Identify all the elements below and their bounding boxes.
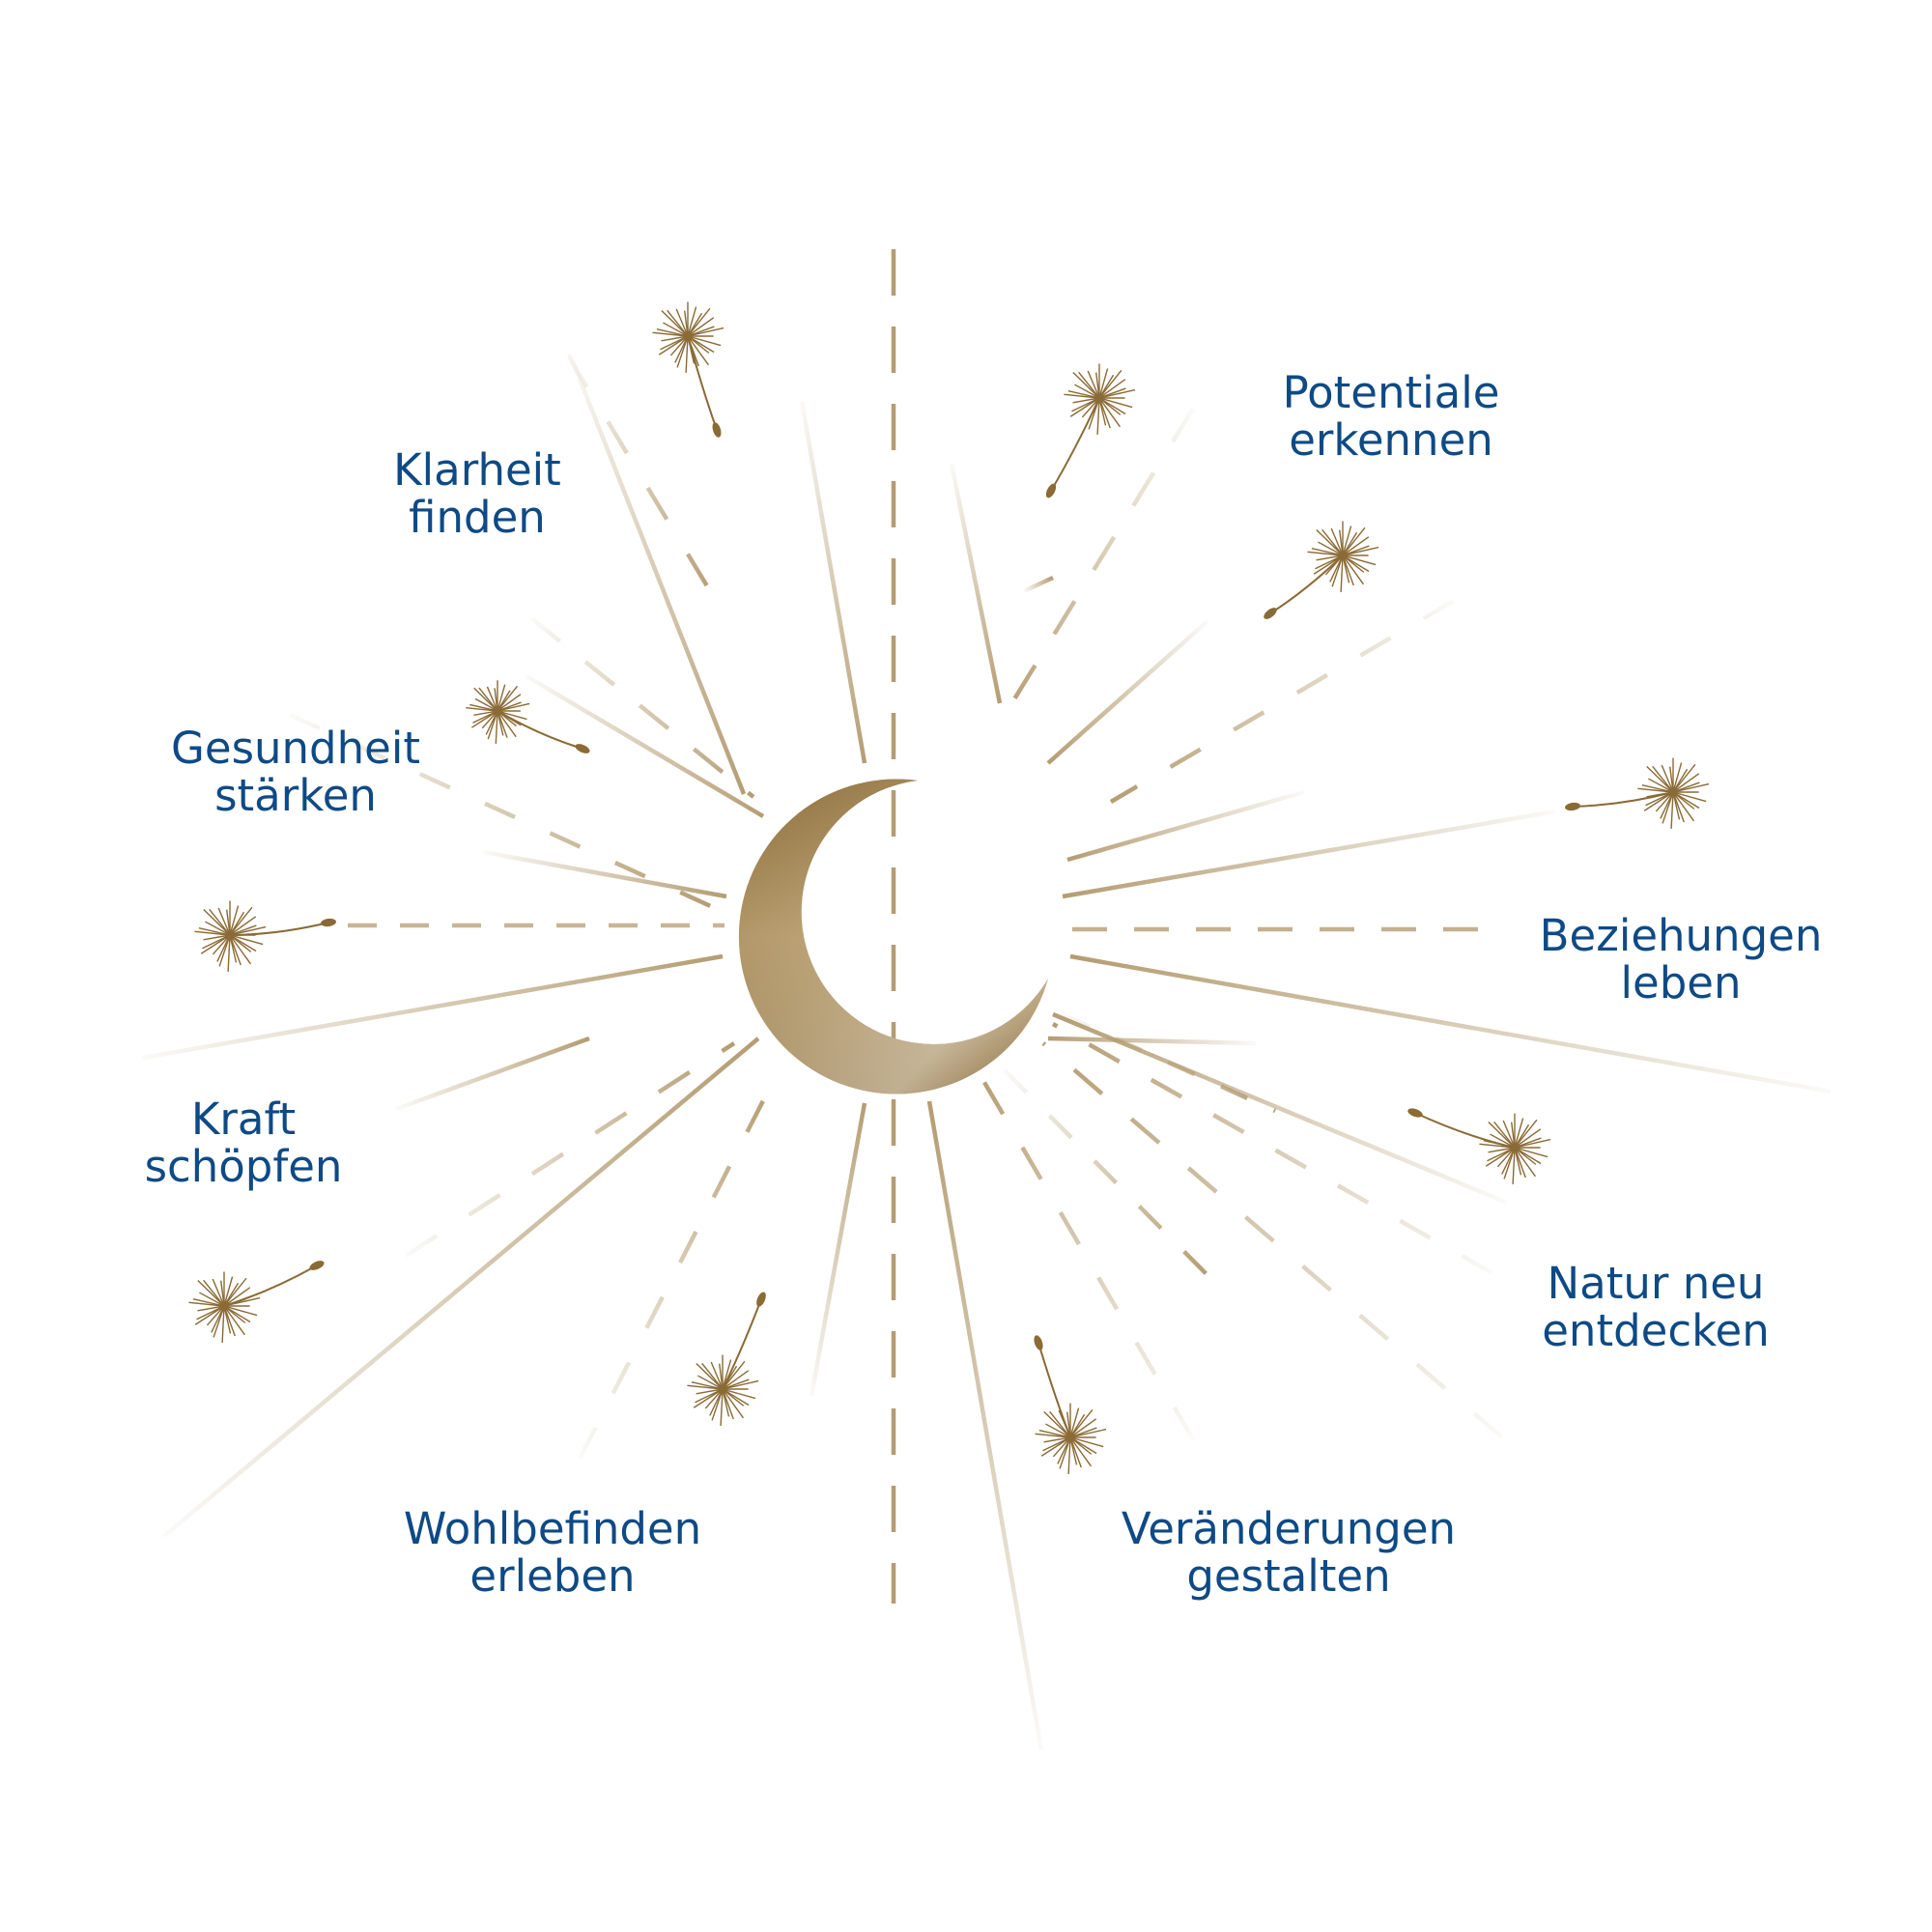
sunburst-ray	[529, 616, 755, 799]
label-line: Potentiale	[1282, 367, 1500, 418]
label-line: Veränderungen	[1121, 1503, 1457, 1554]
sunburst-ray	[1041, 1041, 1504, 1439]
label-natur-neu-entdecken: Natur neu entdecken	[1542, 1260, 1770, 1354]
dandelion-seed-icon	[194, 900, 336, 972]
sunburst-ray	[395, 1036, 590, 1112]
sunburst-ray	[809, 1102, 867, 1397]
label-line: stärken	[214, 770, 377, 821]
label-line: Wohlbefinden	[403, 1503, 702, 1554]
sunburst-ray	[1066, 789, 1305, 863]
label-klarheit-finden: Klarheit finden	[393, 446, 561, 541]
label-line: schöpfen	[144, 1141, 343, 1192]
sunburst-ray	[566, 354, 717, 601]
sunburst-ray	[926, 1100, 1044, 1751]
sunburst-ray	[567, 354, 747, 795]
sunburst-ray	[289, 712, 716, 911]
label-line: finden	[409, 492, 546, 543]
label-gesundheit-staerken: Gesundheit stärken	[171, 724, 420, 819]
ray-layer	[142, 249, 1832, 1751]
dandelion-seed-icon	[687, 1292, 766, 1426]
label-line: Kraft	[190, 1094, 297, 1145]
sunburst-ray	[482, 849, 727, 899]
sunburst-ray	[404, 1041, 736, 1258]
seed-layer	[188, 301, 1710, 1474]
label-line: Beziehungen	[1539, 910, 1823, 961]
label-kraft-schoepfen: Kraft schöpfen	[145, 1095, 343, 1190]
label-beziehungen-leben: Beziehungen leben	[1540, 912, 1823, 1007]
label-line: entdecken	[1542, 1305, 1770, 1356]
label-line: Natur neu	[1547, 1258, 1765, 1309]
sunburst-ray	[1003, 1068, 1209, 1277]
label-potentiale-erkennen: Potentiale erkennen	[1283, 369, 1500, 464]
sunburst-ray	[162, 1037, 760, 1538]
sunburst-ray	[799, 400, 867, 764]
sunburst-ray	[1046, 619, 1209, 765]
dandelion-seed-icon	[1034, 1335, 1107, 1474]
dandelion-seed-icon	[1407, 1108, 1551, 1184]
sunburst-ray	[1062, 809, 1556, 899]
sunburst-ray	[1023, 575, 1054, 594]
label-line: erkennen	[1289, 414, 1493, 466]
sunburst-ray	[1069, 953, 1832, 1094]
sunburst-ray	[525, 674, 765, 818]
crescent-moon-icon	[738, 779, 1048, 1094]
dandelion-seed-icon	[1045, 363, 1136, 498]
dandelion-seed-icon	[466, 680, 590, 753]
label-line: Gesundheit	[171, 723, 420, 774]
dandelion-seed-icon	[188, 1261, 325, 1343]
label-line: gestalten	[1186, 1550, 1391, 1602]
sunburst-ray	[949, 463, 1003, 704]
dandelion-seed-icon	[652, 301, 724, 438]
dandelion-seed-icon	[1565, 757, 1710, 829]
sunburst-ray	[142, 953, 724, 1061]
dandelion-seed-icon	[1264, 521, 1379, 619]
sunburst-ray	[1109, 599, 1456, 804]
sunburst-ray	[1062, 1011, 1276, 1114]
label-line: erleben	[469, 1550, 636, 1602]
label-veraenderungen-gestalten: Veränderungen gestalten	[1122, 1505, 1456, 1600]
label-line: Klarheit	[393, 444, 561, 496]
label-wohlbefinden-erleben: Wohlbefinden erleben	[404, 1505, 701, 1600]
sunburst-ray	[974, 1065, 1195, 1441]
sunburst-ray	[1003, 407, 1195, 717]
sunburst-ray	[1047, 1036, 1257, 1046]
sunburst-ray	[1051, 1022, 1494, 1275]
label-line: leben	[1620, 957, 1742, 1009]
